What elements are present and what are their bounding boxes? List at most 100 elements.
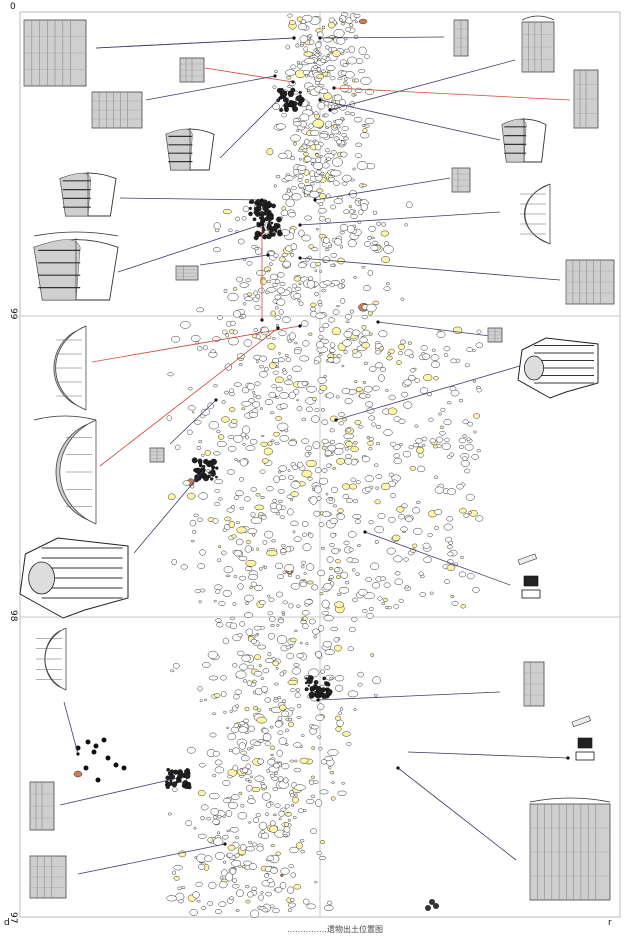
sherd-yellow <box>272 431 280 437</box>
sherd <box>248 411 259 418</box>
sherd-yellow <box>229 407 236 412</box>
sherd <box>261 686 268 693</box>
sherd <box>336 304 340 308</box>
sherd-yellow <box>227 844 236 851</box>
sherd-cluster <box>210 477 214 481</box>
sherd-yellow <box>228 520 236 529</box>
sherd-yellow <box>258 664 262 668</box>
sherd <box>373 694 378 697</box>
sherd <box>250 516 262 525</box>
sherd <box>285 357 292 363</box>
sherd <box>336 125 341 129</box>
sherd <box>260 515 267 520</box>
sherd <box>305 406 313 413</box>
sherd <box>225 574 231 578</box>
sherd <box>213 815 218 820</box>
sherd <box>364 88 374 95</box>
sherd <box>278 465 287 472</box>
sherd <box>227 292 239 302</box>
sherd <box>339 151 348 158</box>
sherd <box>355 519 361 524</box>
sherd <box>361 265 366 269</box>
sherd <box>237 811 248 820</box>
sherd <box>239 621 245 627</box>
sherd-yellow <box>256 716 267 724</box>
sherd <box>233 550 242 557</box>
sherd <box>449 452 455 457</box>
sherd <box>358 209 364 215</box>
sherd <box>404 585 410 589</box>
sherd <box>208 421 219 430</box>
sherd <box>301 560 306 565</box>
sherd <box>284 728 289 733</box>
sherd <box>230 726 240 733</box>
sherd <box>313 360 319 365</box>
leader-line <box>59 777 179 806</box>
sherd-yellow <box>288 721 294 728</box>
sherd <box>341 125 349 132</box>
sherd-yellow <box>336 457 345 465</box>
sherd-chain <box>91 749 97 755</box>
sherd <box>344 446 350 451</box>
sherd <box>312 628 320 635</box>
sherd <box>241 386 250 394</box>
leader-line <box>117 224 261 273</box>
sherd-cluster <box>279 87 284 93</box>
sherd <box>458 437 466 444</box>
sherd <box>324 450 332 456</box>
sherd <box>374 540 379 544</box>
sherd-yellow <box>253 706 258 711</box>
artifact-drawing-19 <box>451 167 471 193</box>
sherd <box>236 889 244 898</box>
sherd <box>252 401 261 408</box>
sherd <box>329 542 335 547</box>
sherd <box>245 278 251 283</box>
sherd <box>244 884 250 889</box>
sherd <box>308 533 314 538</box>
sherd <box>360 76 372 85</box>
sherd <box>306 385 317 393</box>
sherd <box>327 749 339 756</box>
sherd <box>376 221 381 226</box>
sherd <box>296 63 304 69</box>
sherd-yellow <box>432 444 438 449</box>
sherd <box>421 353 431 360</box>
sherd-yellow <box>319 840 326 844</box>
sherd <box>245 763 252 770</box>
sherd <box>381 602 386 605</box>
sherd <box>287 818 292 822</box>
sherd <box>269 273 278 281</box>
sherd <box>278 817 282 821</box>
sherd <box>321 599 330 609</box>
sherd <box>343 77 348 81</box>
sherd <box>471 349 476 352</box>
sherd <box>266 279 272 283</box>
sherd-cluster <box>256 204 261 209</box>
sherd <box>327 244 333 248</box>
sherd-red <box>73 770 83 778</box>
sherd <box>360 132 370 139</box>
sherd <box>177 886 182 890</box>
sherd <box>263 229 269 234</box>
sherd-yellow <box>278 256 286 262</box>
artifact-drawing-22 <box>487 327 503 343</box>
leader-endpoint <box>313 198 317 202</box>
sherd <box>308 618 316 625</box>
sherd <box>403 379 412 386</box>
sherd <box>229 388 235 393</box>
sherd-yellow <box>361 183 368 187</box>
rim-line <box>529 797 611 803</box>
sherd <box>466 347 473 353</box>
sherd-yellow <box>319 592 324 596</box>
sherd <box>245 445 256 451</box>
sherd <box>284 353 289 357</box>
sherd <box>375 350 381 355</box>
sherd <box>365 486 372 492</box>
sherd <box>274 279 281 284</box>
sherd <box>236 276 244 283</box>
leader-lines <box>59 36 571 875</box>
sherd <box>217 814 222 819</box>
sherd <box>306 798 315 804</box>
sherd <box>222 860 227 864</box>
artifact-drawing-2 <box>179 57 205 83</box>
